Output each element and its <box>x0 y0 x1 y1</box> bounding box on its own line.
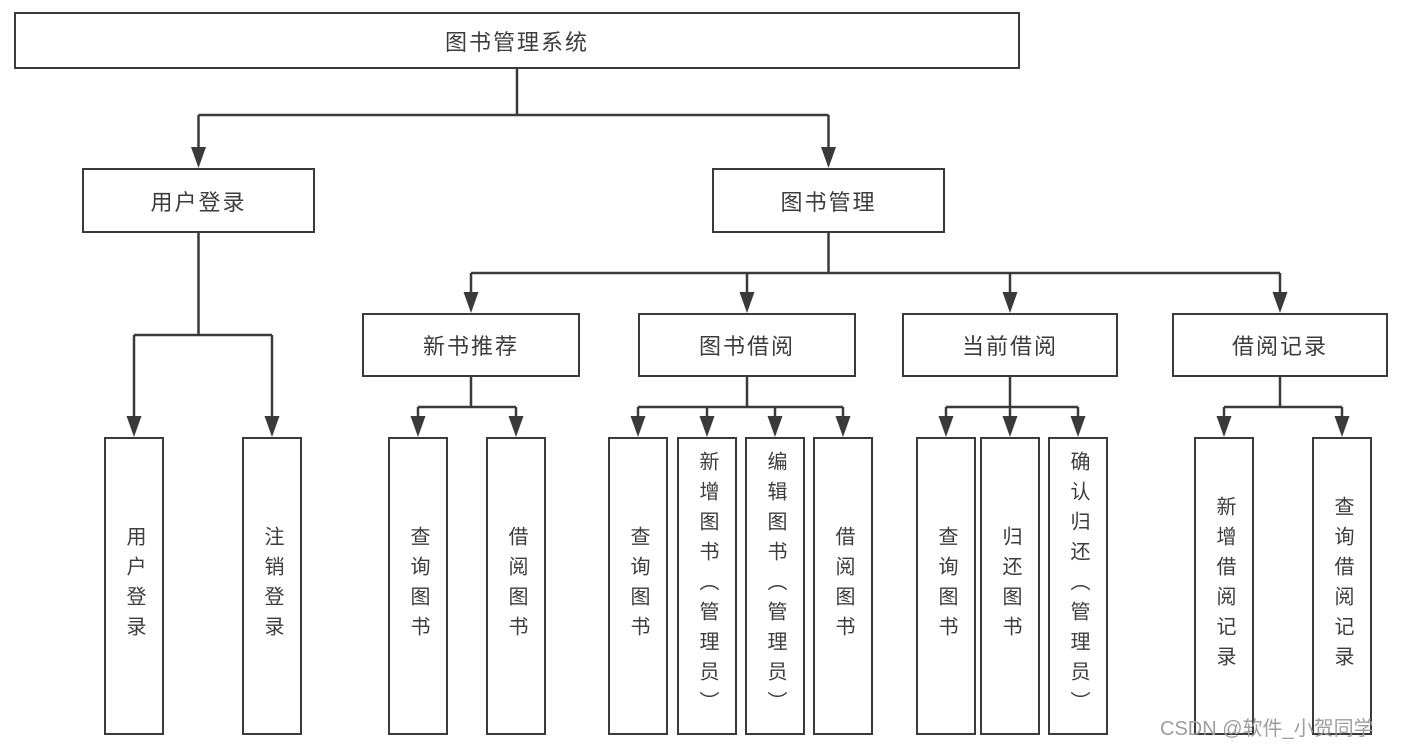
leaf-label: 用户登录 <box>123 526 145 646</box>
leaf-query-borrow-record: 查询借阅记录 <box>1312 437 1372 735</box>
node-label: 图书管理 <box>780 189 877 215</box>
leaf-query-books-2: 查询图书 <box>608 437 668 735</box>
leaf-logout: 注销登录 <box>242 437 302 735</box>
leaf-label: 查询图书 <box>935 526 957 646</box>
node-book-borrowing: 图书借阅 <box>638 313 856 377</box>
leaf-label: 确认归还（管理员） <box>1067 451 1089 721</box>
node-borrowing-records: 借阅记录 <box>1172 313 1388 377</box>
leaf-label: 借阅图书 <box>832 526 854 646</box>
leaf-add-books-admin: 新增图书（管理员） <box>677 437 737 735</box>
leaf-add-borrow-record: 新增借阅记录 <box>1194 437 1254 735</box>
csdn-watermark: CSDN @软件_小贺同学 <box>1160 718 1374 740</box>
leaf-label: 归还图书 <box>999 526 1021 646</box>
leaf-confirm-return-admin: 确认归还（管理员） <box>1048 437 1108 735</box>
node-new-book-recommendation: 新书推荐 <box>362 313 580 377</box>
leaf-query-books-1: 查询图书 <box>388 437 448 735</box>
node-current-borrowing: 当前借阅 <box>902 313 1118 377</box>
leaf-label: 新增借阅记录 <box>1213 496 1235 676</box>
leaf-label: 查询图书 <box>407 526 429 646</box>
node-user-login: 用户登录 <box>82 168 315 233</box>
leaf-label: 注销登录 <box>261 526 283 646</box>
leaf-edit-books-admin: 编辑图书（管理员） <box>745 437 805 735</box>
node-label: 借阅记录 <box>1231 334 1328 359</box>
node-label: 图书借阅 <box>698 334 795 359</box>
node-label: 新书推荐 <box>422 334 519 359</box>
leaf-query-books-3: 查询图书 <box>916 437 976 735</box>
leaf-borrow-books-1: 借阅图书 <box>486 437 546 735</box>
leaf-label: 借阅图书 <box>505 526 527 646</box>
node-label: 用户登录 <box>150 189 247 215</box>
leaf-return-books: 归还图书 <box>980 437 1040 735</box>
leaf-user-login: 用户登录 <box>104 437 164 735</box>
leaf-label: 查询借阅记录 <box>1331 496 1353 676</box>
node-label: 当前借阅 <box>961 334 1058 359</box>
leaf-borrow-books-2: 借阅图书 <box>813 437 873 735</box>
node-book-management: 图书管理 <box>712 168 945 233</box>
leaf-label: 编辑图书（管理员） <box>764 451 786 721</box>
leaf-label: 查询图书 <box>627 526 649 646</box>
arrowheads <box>126 147 1350 437</box>
node-library-management-system: 图书管理系统 <box>14 12 1020 69</box>
leaf-label: 新增图书（管理员） <box>696 451 718 721</box>
node-label: 图书管理系统 <box>444 29 589 55</box>
